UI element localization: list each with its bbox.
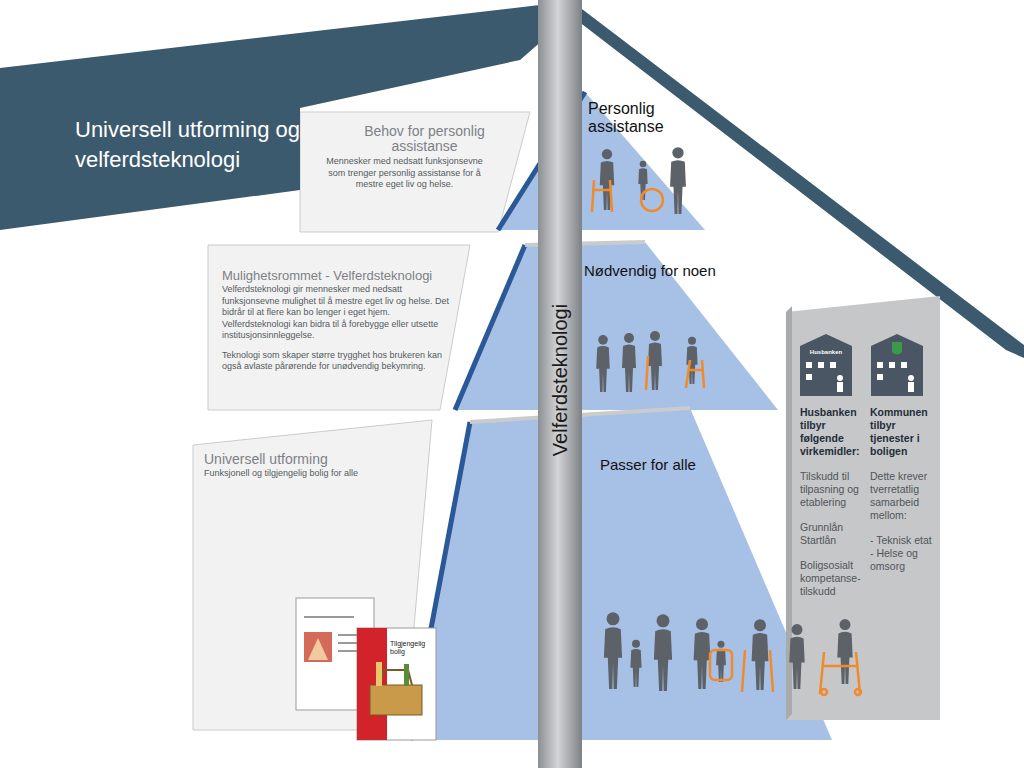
node-body: Grunnlån Startlån	[800, 521, 866, 547]
node-body: Tilskudd til tilpasning og etablering	[800, 470, 866, 509]
panel-shape	[208, 245, 470, 410]
info-column: Husbanken tilbyr følgende virkemidler: Ti…	[800, 406, 866, 598]
node-body: Velferdsteknologi gir mennesker med neds…	[222, 284, 456, 342]
node-body: Teknologi som skaper større trygghet hos…	[222, 350, 456, 373]
tier-label: Nødvendig for noen	[584, 262, 754, 280]
building-label: Husbanken	[802, 349, 850, 355]
node-heading: Personlig assistanse	[588, 100, 688, 136]
node-heading: Behov for personlig assistanse	[317, 124, 492, 154]
panel-shape	[300, 112, 530, 232]
info-panel-box: Mulighetsrommet - VelferdsteknologiVelfe…	[212, 268, 460, 373]
roof-band	[0, 2, 575, 230]
pyramid-tier	[498, 92, 705, 230]
info-panel	[786, 296, 940, 720]
node-heading: Mulighetsrommet - Velferdsteknologi	[222, 268, 456, 283]
node-body: Dette krever tverretatlig samarbeid mell…	[870, 470, 938, 522]
brochures	[296, 598, 436, 740]
node-body: Mennesker med nedsatt funksjonsevne som …	[317, 156, 492, 191]
tier-label: Passer for alle	[600, 456, 740, 474]
pyramid-tier	[455, 242, 778, 410]
info-column: Kommunen tilbyr tjenester i boligenDette…	[870, 406, 938, 573]
node-heading: Nødvendig for noen	[584, 262, 754, 280]
tier-edge	[455, 245, 525, 410]
pillar	[538, 0, 582, 768]
node-body: Funksjonell og tilgjengelig bolig for al…	[204, 468, 414, 480]
node-heading: Velferdsteknologi	[549, 304, 572, 456]
pillar-label: Velferdsteknologi	[538, 250, 582, 510]
node-heading: Passer for alle	[600, 456, 740, 474]
node-heading: Husbanken tilbyr følgende virkemidler:	[800, 406, 866, 458]
building-icon	[800, 334, 923, 396]
node-heading: Kommunen tilbyr tjenester i boligen	[870, 406, 938, 458]
node-body: - Teknisk etat - Helse og omsorg	[870, 534, 938, 573]
brochure-title: Tilgjengelig bolig	[390, 640, 434, 656]
node-heading: Universell utforming	[204, 452, 414, 467]
node-body: Boligsosialt kompetanse-tilskudd	[800, 559, 866, 598]
info-panel-box: Universell utformingFunksjonell og tilgj…	[198, 452, 418, 480]
info-panel-box: Behov for personlig assistanseMennesker …	[305, 124, 500, 191]
pyramid-tier	[410, 408, 832, 740]
tier-label: Personlig assistanse	[588, 100, 688, 136]
